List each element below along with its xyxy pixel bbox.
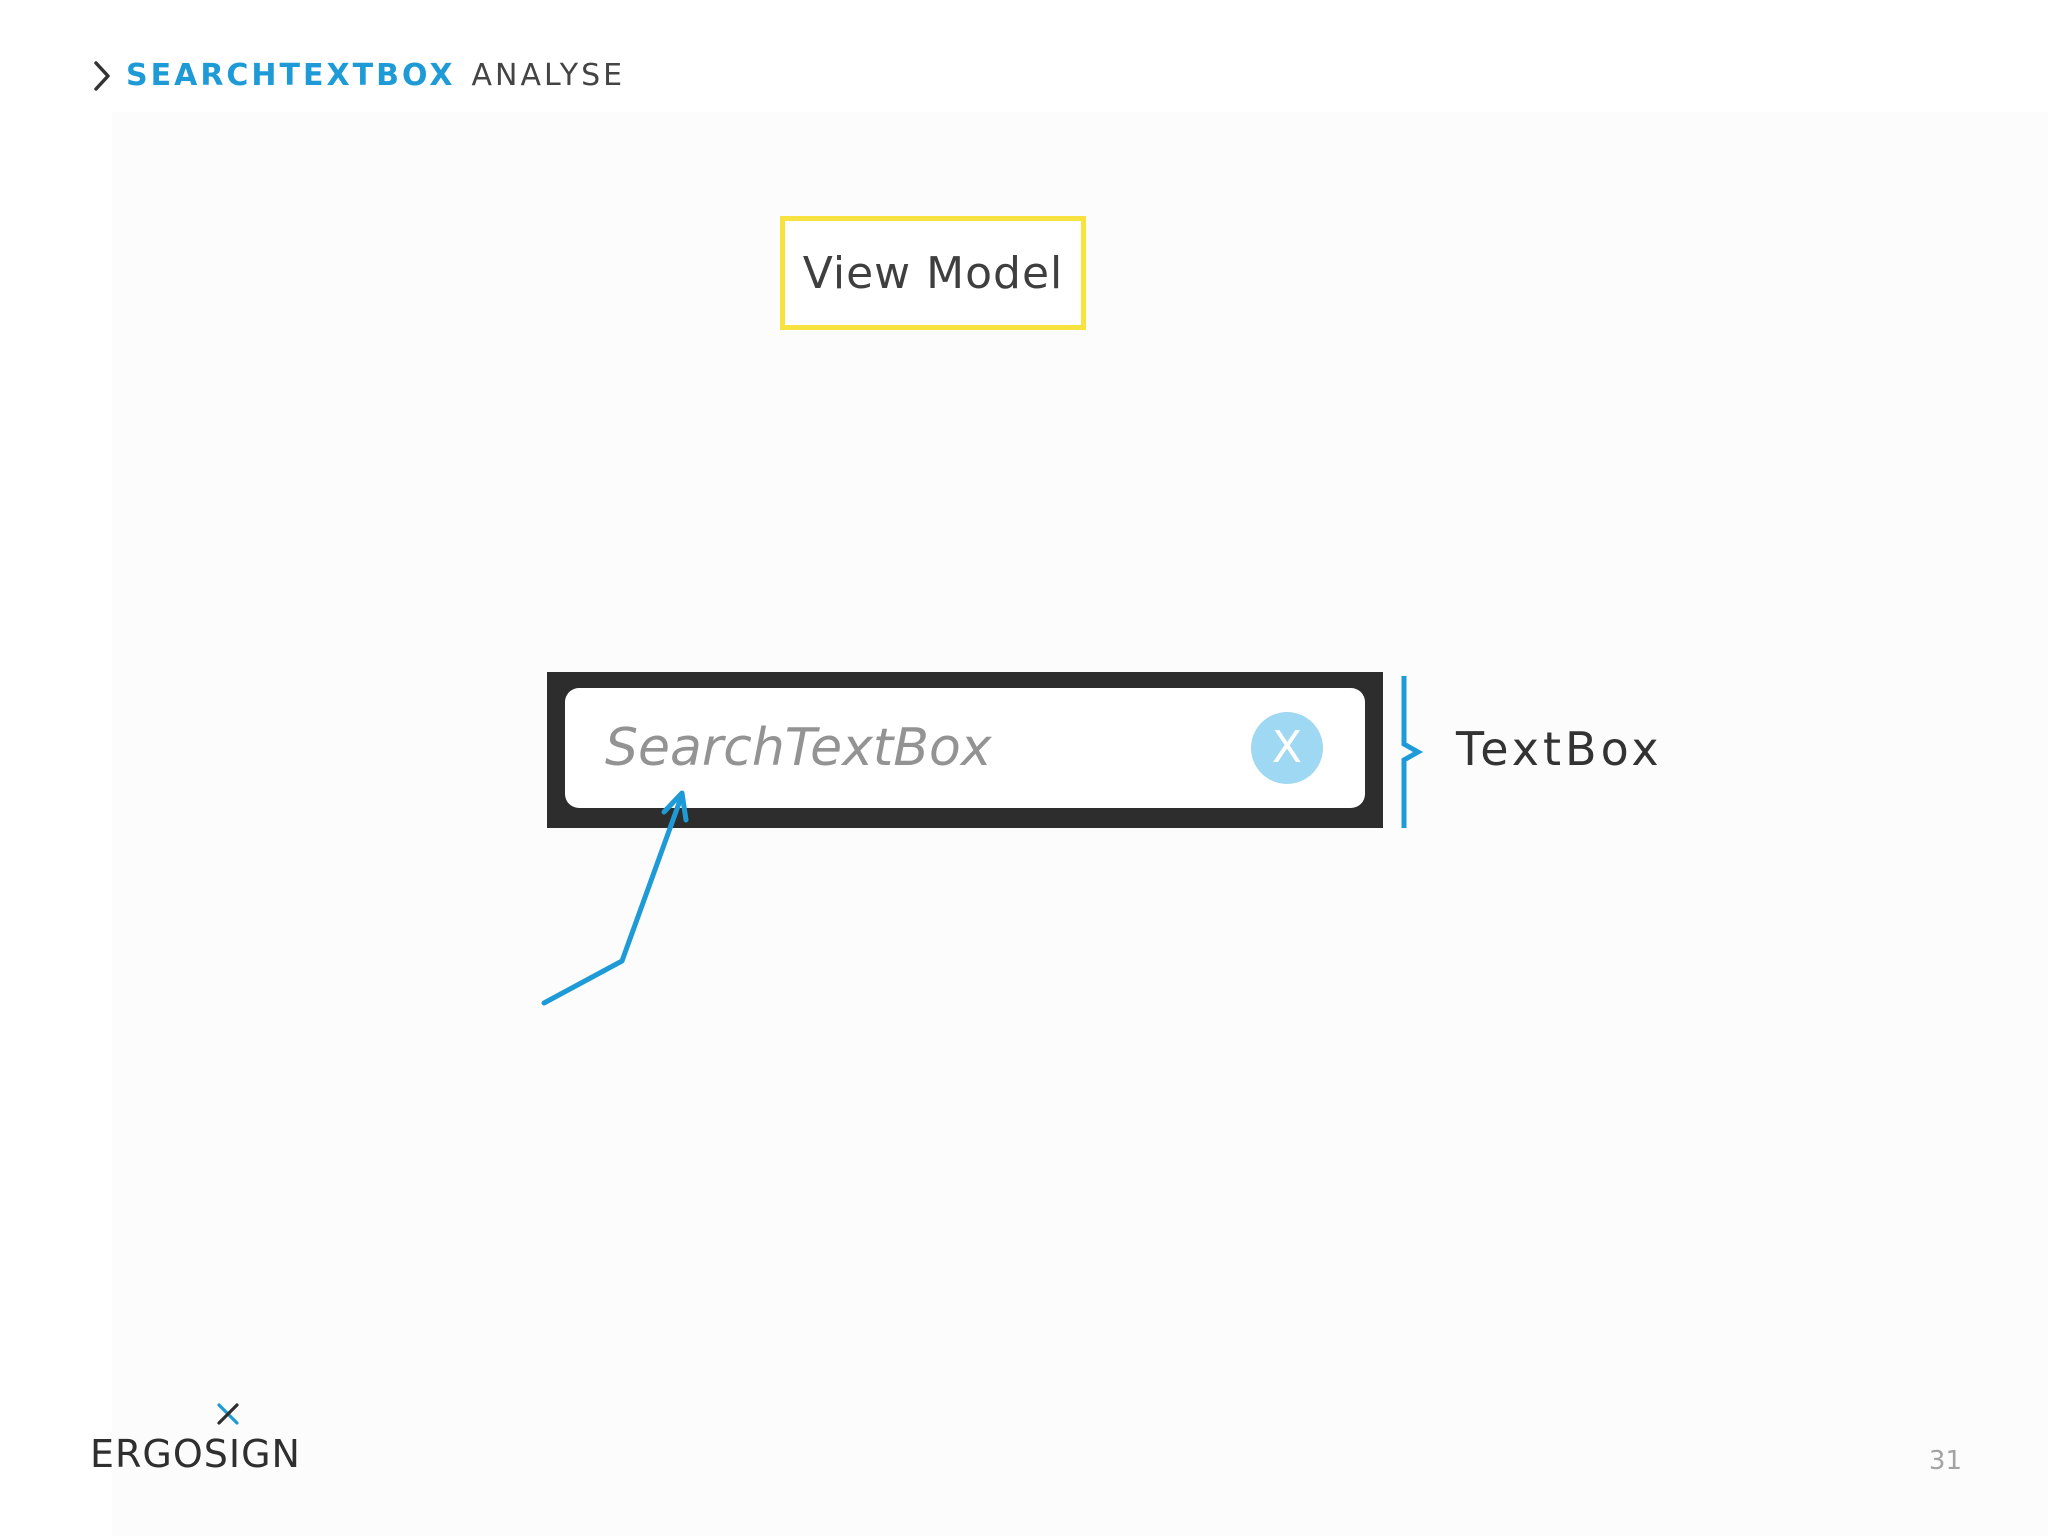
x-mark-icon (217, 1403, 239, 1425)
logo-text: ERGOSIGN (90, 1432, 301, 1476)
breadcrumb: SEARCHTEXTBOX ANALYSE (90, 58, 625, 93)
clear-button[interactable]: X (1251, 712, 1323, 784)
search-input-placeholder: SearchTextBox (605, 718, 992, 778)
page-title: SEARCHTEXTBOX (126, 58, 456, 93)
pointer-arrow-icon (541, 790, 689, 1006)
page-subtitle: ANALYSE (471, 58, 626, 93)
clear-icon: X (1271, 722, 1303, 773)
search-input[interactable]: SearchTextBox X (565, 688, 1365, 808)
search-textbox-frame: SearchTextBox X (547, 672, 1383, 828)
textbox-label: TextBox (1456, 722, 1663, 776)
chevron-right-icon (90, 59, 116, 93)
view-model-box: View Model (780, 216, 1086, 330)
ergosign-logo: ERGOSIGN (90, 1402, 300, 1482)
brace-icon (1401, 676, 1424, 828)
view-model-label: View Model (802, 247, 1064, 299)
page-number: 31 (1928, 1446, 1962, 1476)
